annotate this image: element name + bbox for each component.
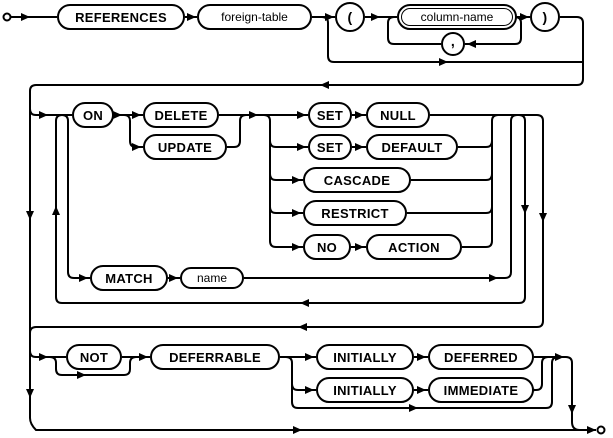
node-foreign-table[interactable]: foreign-table <box>197 4 312 30</box>
node-action: ACTION <box>366 234 462 260</box>
node-initially-deferred-initially: INITIALLY <box>316 344 414 370</box>
node-set-default-set: SET <box>308 134 352 160</box>
node-comma: , <box>441 32 465 56</box>
node-delete-label: DELETE <box>154 107 208 123</box>
node-references-label: REFERENCES <box>75 9 167 25</box>
node-column-name-label: column-name <box>420 10 494 24</box>
node-close-paren: ) <box>530 2 560 32</box>
end-terminal <box>596 425 606 435</box>
node-restrict: RESTRICT <box>303 200 407 226</box>
node-open-paren: ( <box>335 2 365 32</box>
node-restrict-label: RESTRICT <box>321 205 389 221</box>
node-close-paren-label: ) <box>542 9 548 25</box>
node-match: MATCH <box>90 265 168 291</box>
node-name[interactable]: name <box>180 267 244 289</box>
node-immediate: IMMEDIATE <box>428 377 534 403</box>
node-name-label: name <box>196 271 228 285</box>
node-update-label: UPDATE <box>157 139 213 155</box>
node-comma-label: , <box>450 33 456 49</box>
node-set-null-set-label: SET <box>316 107 344 123</box>
node-column-name[interactable]: column-name <box>397 4 517 30</box>
arrowheads <box>21 13 596 434</box>
node-set-null-set: SET <box>308 102 352 128</box>
node-immediate-label: IMMEDIATE <box>443 382 519 398</box>
start-terminal <box>2 12 12 22</box>
node-references: REFERENCES <box>57 4 185 30</box>
node-no-label: NO <box>316 239 338 255</box>
node-open-paren-label: ( <box>347 9 353 25</box>
node-deferrable-label: DEFERRABLE <box>169 349 261 365</box>
node-set-default-set-label: SET <box>316 139 344 155</box>
node-action-label: ACTION <box>388 239 440 255</box>
node-initially-immediate-initially: INITIALLY <box>316 377 414 403</box>
node-initially2-label: INITIALLY <box>333 382 397 398</box>
node-delete: DELETE <box>143 102 219 128</box>
node-null: NULL <box>366 102 430 128</box>
node-on: ON <box>72 102 114 128</box>
node-deferred: DEFERRED <box>428 344 534 370</box>
node-deferred-label: DEFERRED <box>444 349 518 365</box>
node-default-label: DEFAULT <box>381 139 443 155</box>
node-null-label: NULL <box>380 107 416 123</box>
node-not-label: NOT <box>79 349 109 365</box>
node-default: DEFAULT <box>366 134 458 160</box>
node-match-label: MATCH <box>105 270 153 286</box>
node-deferrable: DEFERRABLE <box>150 344 280 370</box>
node-cascade: CASCADE <box>303 167 411 193</box>
node-cascade-label: CASCADE <box>323 172 391 188</box>
node-no: NO <box>303 234 351 260</box>
node-on-label: ON <box>82 107 104 123</box>
node-update: UPDATE <box>143 134 227 160</box>
node-foreign-table-label: foreign-table <box>221 10 288 24</box>
node-not: NOT <box>66 344 122 370</box>
node-initially1-label: INITIALLY <box>333 349 397 365</box>
